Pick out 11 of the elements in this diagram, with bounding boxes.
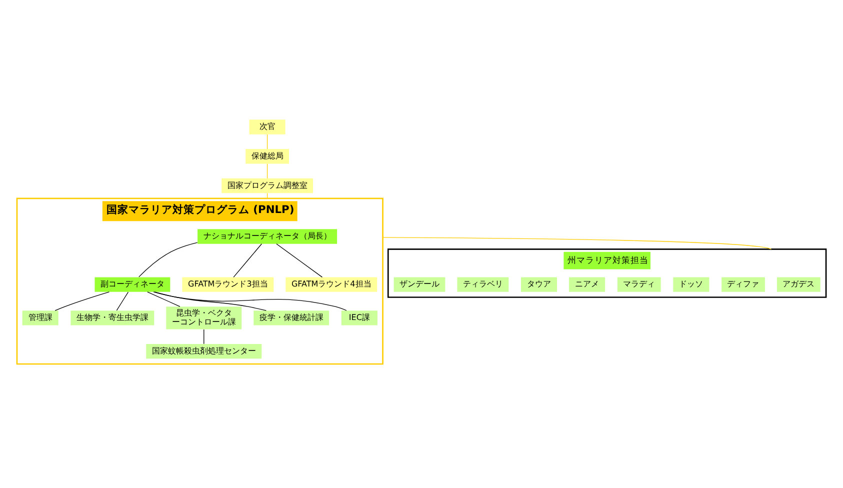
connector xyxy=(116,291,129,310)
connector xyxy=(154,291,267,310)
connector xyxy=(382,236,772,250)
connector xyxy=(276,243,323,278)
connector xyxy=(138,242,198,277)
connector xyxy=(266,134,268,149)
connector xyxy=(147,291,180,306)
connector xyxy=(54,291,110,310)
connector xyxy=(233,243,262,278)
connector xyxy=(153,291,347,310)
connector xyxy=(266,163,268,178)
